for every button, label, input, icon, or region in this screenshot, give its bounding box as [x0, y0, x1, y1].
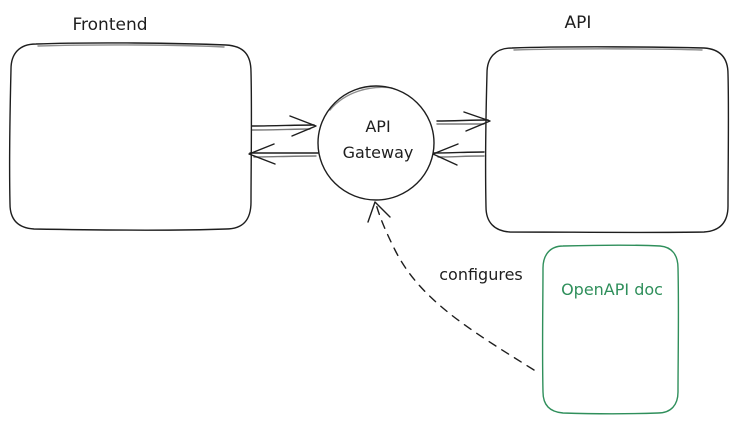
- arrow-doc-configures-gateway: [367, 201, 535, 371]
- openapi-doc-label: OpenAPI doc: [561, 280, 663, 299]
- openapi-doc-node[interactable]: [541, 244, 680, 415]
- api-node[interactable]: [484, 46, 730, 234]
- configures-edge-label: configures: [439, 265, 523, 284]
- arrow-frontend-to-gateway: [251, 115, 317, 137]
- frontend-node[interactable]: [8, 42, 253, 231]
- arrow-gateway-to-api: [436, 111, 491, 132]
- frontend-title: Frontend: [72, 15, 147, 35]
- api-title: API: [565, 13, 592, 33]
- arrow-gateway-to-frontend: [248, 143, 319, 165]
- api-gateway-label-line2: Gateway: [343, 143, 414, 162]
- api-gateway-node[interactable]: [317, 85, 435, 201]
- arrow-api-to-gateway: [432, 143, 485, 166]
- api-gateway-label-line1: API: [365, 117, 390, 136]
